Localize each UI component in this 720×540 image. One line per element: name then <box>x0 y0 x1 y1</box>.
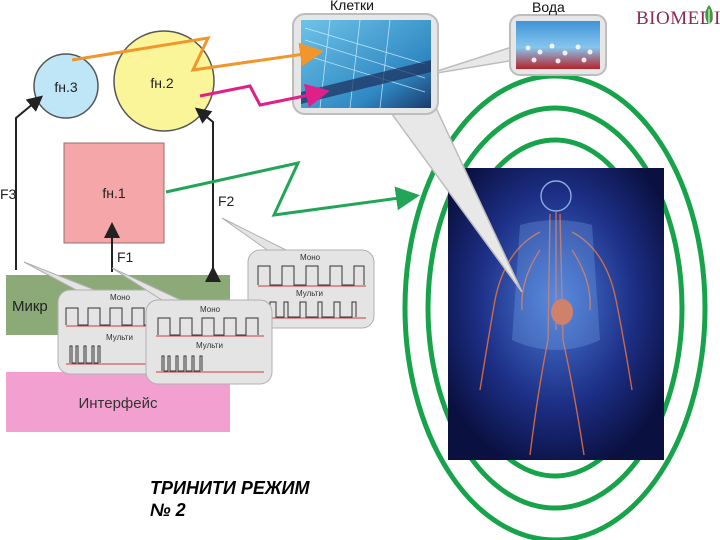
bubble3-multi-label: Мульти <box>296 289 323 298</box>
waveform-bubble-f2: Моно Мульти <box>221 217 375 329</box>
waveform-bubble-f1: Моно Мульти <box>111 267 273 385</box>
bubble3-mono-label: Моно <box>300 253 321 262</box>
f1-label: F1 <box>117 249 134 265</box>
green-signal-arrow <box>165 160 420 217</box>
bubble1-multi-label: Мульти <box>106 333 133 342</box>
fh3-label: fн.3 <box>54 79 78 95</box>
orange-signal-arrow <box>71 36 324 72</box>
signal-arrows <box>15 95 221 282</box>
micro-label: Микр <box>12 298 48 315</box>
water-image <box>509 14 607 76</box>
cells-image <box>292 13 439 115</box>
leaf-icon <box>705 5 713 25</box>
cells-label: Клетки <box>330 0 374 13</box>
fh3-circle <box>33 53 99 119</box>
biomedi-logo: BIOMEDI <box>636 8 720 29</box>
bubble2-multi-label: Мульти <box>196 341 223 350</box>
f2-label: F2 <box>218 193 235 209</box>
mode-title: ТРИНИТИ РЕЖИМ <box>150 478 310 498</box>
fh1-label: fн.1 <box>102 185 126 201</box>
f3-label: F3 <box>0 186 17 202</box>
fh2-label: fн.2 <box>150 75 174 91</box>
bubble2-mono-label: Моно <box>200 305 221 314</box>
fh2-circle <box>113 30 215 132</box>
interface-label: Интерфейс <box>78 395 158 412</box>
bubble1-mono-label: Моно <box>110 293 131 302</box>
mode-number: № 2 <box>150 500 186 520</box>
human-body-image <box>448 168 664 460</box>
magenta-signal-arrow <box>199 83 330 108</box>
waveform-bubble-f3: Моно Мульти <box>23 261 165 375</box>
water-label: Вода <box>532 0 565 15</box>
